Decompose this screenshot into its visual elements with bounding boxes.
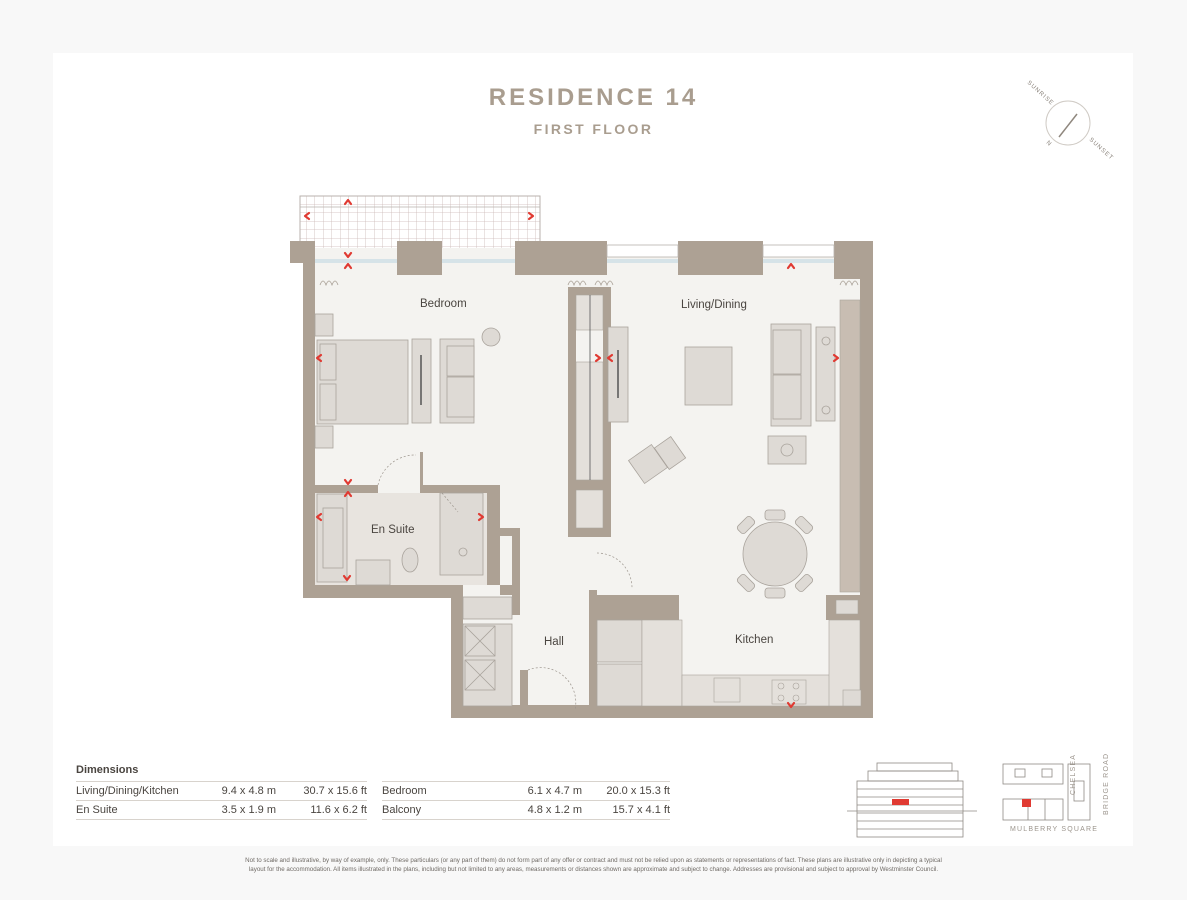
floor-subtitle: FIRST FLOOR (533, 121, 654, 137)
hall-storage (462, 596, 643, 707)
room-label-hall: Hall (544, 636, 564, 648)
dimension-row: Balcony 4.8 x 1.2 m 15.7 x 4.1 ft (382, 800, 670, 820)
dimension-row: Bedroom 6.1 x 4.7 m 20.0 x 15.3 ft (382, 781, 670, 801)
wardrobe (575, 294, 604, 529)
site-key-icon (1002, 763, 1091, 821)
dimension-room: Balcony (382, 800, 502, 820)
street-label-chelsea: CHELSEA (1070, 753, 1077, 795)
elevation-key-icon (847, 762, 977, 838)
ensuite-fixtures (315, 492, 487, 586)
dimensions-section: Dimensions Living/Dining/Kitchen 9.4 x 4… (76, 764, 670, 820)
dimension-row: Living/Dining/Kitchen 9.4 x 4.8 m 30.7 x… (76, 781, 367, 801)
key-plan (847, 762, 1091, 838)
dimension-metric: 9.4 x 4.8 m (206, 781, 276, 801)
kitchen-units (641, 619, 862, 707)
disclaimer-line-1: Not to scale and illustrative, by way of… (245, 857, 942, 864)
dimension-room: En Suite (76, 800, 206, 820)
dimension-metric: 3.5 x 1.9 m (206, 800, 276, 820)
walls (290, 241, 873, 718)
dimension-metric: 6.1 x 4.7 m (502, 781, 582, 801)
windows (315, 244, 835, 263)
north-label: N (1045, 140, 1052, 147)
dimension-imperial: 20.0 x 15.3 ft (582, 781, 670, 801)
door-swings (377, 454, 633, 711)
living-furniture (607, 323, 836, 599)
dimension-imperial: 15.7 x 4.1 ft (582, 800, 670, 820)
page-title: RESIDENCE 14 (488, 84, 699, 111)
compass-icon: SUNRISE N SUNSET (1026, 80, 1115, 162)
dimension-imperial: 30.7 x 15.6 ft (276, 781, 367, 801)
street-label-mulberry-square: MULBERRY SQUARE (1010, 826, 1099, 833)
radiators (319, 280, 859, 287)
room-label-kitchen: Kitchen (735, 634, 774, 646)
room-label-bedroom: Bedroom (420, 298, 467, 310)
room-label-en-suite: En Suite (371, 524, 415, 536)
dimensions-table-left: Living/Dining/Kitchen 9.4 x 4.8 m 30.7 x… (76, 781, 367, 820)
bedroom-furniture (314, 313, 501, 449)
right-storage (835, 299, 861, 615)
dimension-metric: 4.8 x 1.2 m (502, 800, 582, 820)
dimension-room: Bedroom (382, 781, 502, 801)
dimension-imperial: 11.6 x 6.2 ft (276, 800, 367, 820)
dimensions-title: Dimensions (76, 764, 139, 776)
street-label-bridge-road: BRIDGE ROAD (1103, 752, 1110, 815)
disclaimer: Not to scale and illustrative, by way of… (150, 856, 1037, 874)
dimension-room: Living/Dining/Kitchen (76, 781, 206, 801)
room-label-living-dining: Living/Dining (681, 299, 747, 311)
dimensions-table-right: Bedroom 6.1 x 4.7 m 20.0 x 15.3 ft Balco… (382, 781, 670, 820)
dimension-row: En Suite 3.5 x 1.9 m 11.6 x 6.2 ft (76, 800, 367, 820)
disclaimer-line-2: layout for the accommodation. All items … (248, 866, 939, 873)
